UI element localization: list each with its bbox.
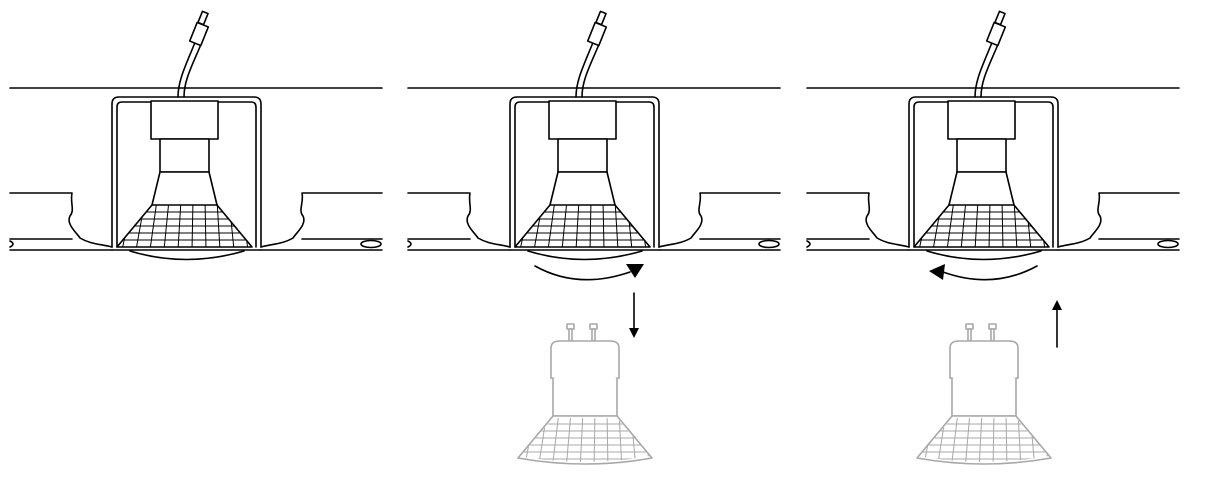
down-arrow-icon [629,292,639,338]
bulb-inserting [909,324,1059,470]
counterclockwise-rotation-arrow [929,264,1038,281]
clockwise-rotation-arrow [534,264,644,281]
up-arrow-icon [1052,300,1062,348]
ceiling-fixture [10,11,382,259]
panel-remove-bulb [408,11,780,338]
panel-installed [10,11,382,259]
ceiling-fixture [408,11,780,259]
ceiling-fixture [807,11,1179,259]
bulb-removed [510,324,660,470]
panel-insert-bulb [807,11,1179,348]
